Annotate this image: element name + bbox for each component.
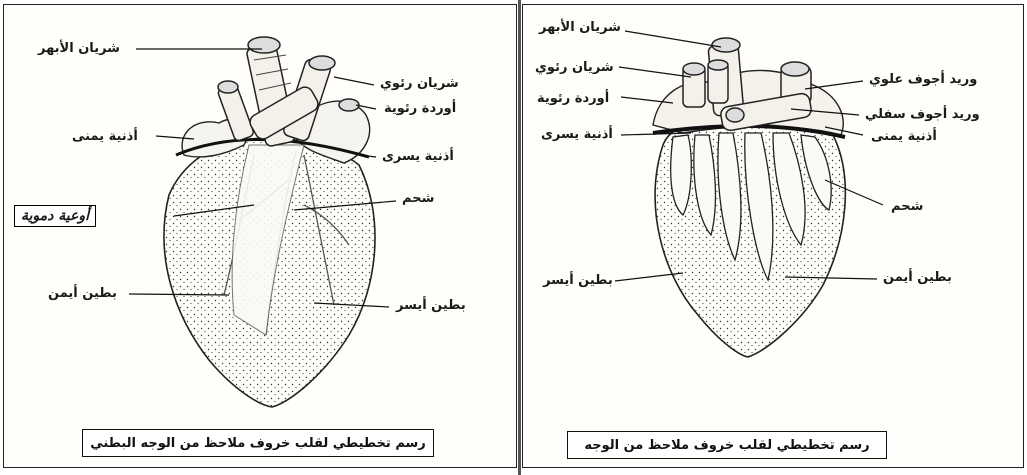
ventral-caption: رسم تخطيطي لقلب خروف ملاحظ من الوجه البط…: [82, 429, 434, 457]
ventral-vessel-left-opening: [218, 81, 238, 93]
label-d-pulmonary-veins: أوردة رئوية: [537, 91, 609, 107]
ventral-aorta-opening: [248, 37, 280, 53]
label-d-svc: وريد أجوف علوي: [869, 72, 977, 88]
leader-d-pulmonary-artery: [619, 67, 691, 77]
dorsal-svc-opening: [781, 62, 809, 76]
label-fat: شحم: [402, 191, 434, 207]
label-d-right-auricle: أذنية يمنى: [871, 129, 937, 145]
label-aorta: شريان الأبهر: [38, 41, 120, 57]
label-d-left-ventricle: بطين أيسر: [543, 273, 613, 289]
ventral-heart-drawing: [4, 5, 517, 468]
label-d-left-auricle: أذنية يسرى: [541, 127, 613, 143]
label-right-auricle: أذنية يمنى: [72, 129, 138, 145]
dorsal-ivc-opening: [726, 108, 744, 122]
label-d-right-ventricle: بطين أيمن: [883, 270, 952, 286]
leader-pulmonary-artery: [334, 77, 374, 85]
label-right-ventricle: بطين أيمن: [48, 286, 117, 302]
dorsal-vessel-mid-opening: [708, 60, 728, 70]
label-d-ivc: وريد أجوف سفلي: [865, 107, 980, 123]
label-pulmonary-veins: أوردة رئوية: [384, 101, 456, 117]
label-d-fat: شحم: [891, 199, 923, 215]
label-d-aorta: شريان الأبهر: [539, 20, 621, 36]
label-pulmonary-artery: شريان رئوي: [380, 76, 459, 92]
ventral-pulm-artery-opening: [309, 56, 335, 70]
ventral-view-panel: شريان الأبهر شريان رئوي أوردة رئوية أذني…: [3, 4, 517, 468]
label-d-pulmonary-artery: شريان رئوي: [535, 60, 614, 76]
dorsal-caption: رسم تخطيطي لقلب خروف ملاحظ من الوجه الظه…: [567, 431, 887, 459]
leader-d-aorta: [625, 31, 721, 47]
dorsal-view-panel: شريان الأبهر شريان رئوي أوردة رئوية أذني…: [522, 4, 1024, 468]
panel-separator: [518, 0, 521, 475]
dorsal-pulm-artery-opening: [683, 63, 705, 75]
label-left-auricle: أذنية يسرى: [382, 149, 454, 165]
dorsal-aorta-opening: [712, 38, 740, 52]
label-left-ventricle: بطين أيسر: [396, 298, 466, 314]
label-blood-vessels: أوعية دموية: [14, 205, 96, 227]
